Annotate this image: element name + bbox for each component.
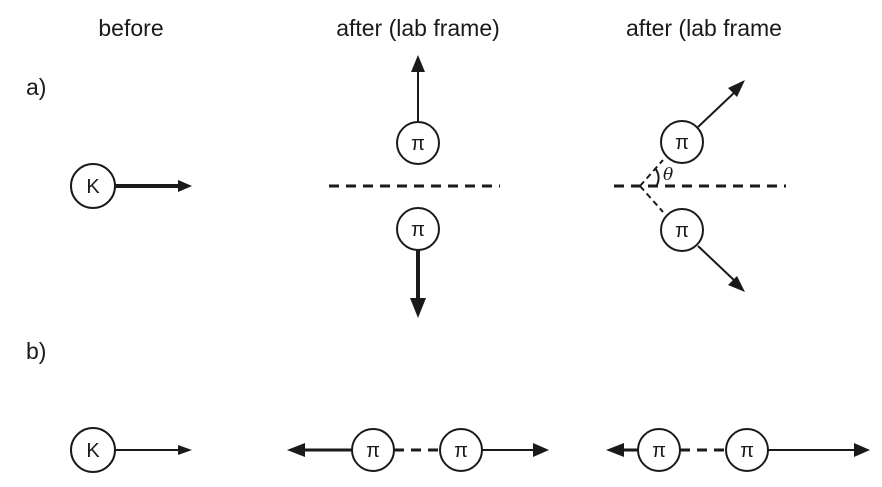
pion-down-label: π (411, 219, 425, 241)
pion-lower-right-arrow (697, 245, 737, 283)
kaon-before-a: K (70, 163, 192, 209)
pion-left-circle-middle-b (351, 428, 395, 472)
header-before: before (98, 15, 163, 41)
dashed-direction-lower (639, 185, 664, 213)
pion-left-arrowhead-right-b (606, 443, 624, 457)
header-after-middle: after (lab frame) (336, 15, 500, 41)
pion-up-label: π (411, 133, 425, 155)
theta-arc (654, 167, 660, 186)
pion-upper-right-circle (660, 120, 704, 164)
pion-right-circle-middle-b (439, 428, 483, 472)
pion-left-circle-right-b (637, 428, 681, 472)
pion-right-label-middle-b: π (454, 440, 468, 462)
pion-right-arrowhead-middle-b (533, 443, 549, 457)
pions-collinear-middle-b: π π (287, 428, 549, 472)
pion-left-label-middle-b: π (366, 440, 380, 462)
pion-lower-right-arrowhead (728, 276, 745, 292)
kaon-arrowhead-a (178, 180, 192, 192)
kaon-label-a: K (86, 176, 100, 198)
pion-left-arrowhead-middle-b (287, 443, 305, 457)
pion-left-label-right-b: π (652, 440, 666, 462)
pions-angled-a: θ π π (614, 80, 786, 292)
theta-label: θ (663, 165, 673, 185)
pion-up-circle (396, 121, 440, 165)
kaon-label-b: K (86, 440, 100, 462)
pion-right-arrowhead-right-b (854, 443, 870, 457)
pion-up-arrowhead (411, 55, 425, 72)
pion-upper-right-arrowhead (728, 80, 745, 97)
pions-collinear-right-b: π π (606, 428, 870, 472)
kaon-arrowhead-b (178, 445, 192, 455)
kaon-before-b: K (70, 427, 192, 473)
kaon-circle-b (70, 427, 116, 473)
pion-down-arrowhead (410, 298, 426, 318)
pion-lower-right-circle (660, 208, 704, 252)
pion-right-label-right-b: π (740, 440, 754, 462)
part-label-b: b) (26, 338, 46, 364)
pion-lower-right-label: π (675, 220, 689, 242)
header-after-right: after (lab frame (626, 15, 782, 41)
pion-upper-right-arrow (697, 90, 737, 128)
dashed-direction-upper (639, 159, 664, 187)
pion-right-circle-right-b (725, 428, 769, 472)
kaon-circle-a (70, 163, 116, 209)
part-label-a: a) (26, 74, 46, 100)
pion-upper-right-label: π (675, 132, 689, 154)
pions-vertical-a: π π (329, 55, 500, 318)
pion-down-circle (396, 207, 440, 251)
